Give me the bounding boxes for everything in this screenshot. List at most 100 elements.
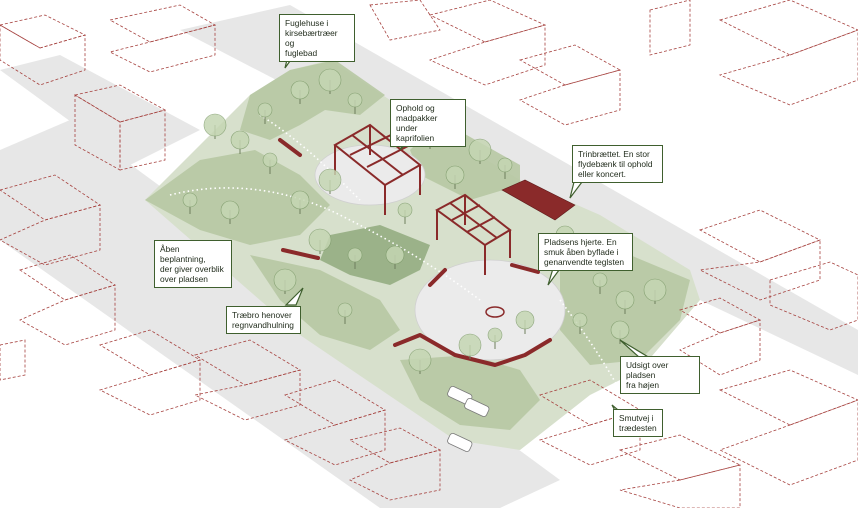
plaza-circle bbox=[414, 259, 566, 361]
tree bbox=[408, 348, 432, 374]
building-outline bbox=[428, 0, 547, 43]
building-outline bbox=[718, 369, 858, 426]
callout-udsigt-line-2: fra højen bbox=[626, 380, 660, 390]
tree bbox=[220, 200, 240, 224]
building-outline bbox=[718, 0, 858, 56]
building-outline bbox=[518, 44, 622, 86]
callout-fuglehuse-line-1: Fuglehuse i bbox=[285, 18, 329, 28]
callout-traebro-line-1: Træbro henover bbox=[232, 310, 292, 320]
tree bbox=[318, 68, 342, 94]
building-outline bbox=[108, 24, 216, 73]
callout-ophold: Ophold og madpakker under kaprifolien bbox=[390, 99, 466, 147]
callout-pladsens-line-1: Pladsens hjerte. En bbox=[544, 237, 617, 247]
tree bbox=[572, 312, 588, 334]
callout-beplantning: Åben beplantning, der giver overblik ove… bbox=[154, 240, 232, 288]
bench-plaza-east bbox=[510, 263, 540, 274]
callout-beplantning-line-3: over pladsen bbox=[160, 274, 208, 284]
tree bbox=[347, 92, 363, 114]
tree bbox=[318, 168, 342, 194]
building-outline bbox=[649, 0, 691, 56]
building-outline bbox=[0, 204, 101, 266]
tree bbox=[337, 302, 353, 324]
tree bbox=[497, 157, 513, 179]
tree bbox=[397, 202, 413, 224]
building-outline bbox=[698, 209, 822, 263]
building-outline bbox=[679, 319, 761, 376]
bench-north bbox=[278, 138, 302, 157]
tree bbox=[515, 310, 535, 334]
building-outline bbox=[193, 369, 301, 421]
callout-udsigt: Udsigt over pladsen fra højen bbox=[620, 356, 700, 394]
tree bbox=[643, 278, 667, 304]
bench-plaza-top bbox=[428, 268, 447, 287]
callout-trinbraettet-line-1: Trinbrættet. En stor bbox=[578, 149, 650, 159]
tree bbox=[347, 247, 363, 269]
tree bbox=[230, 130, 250, 154]
building-outline bbox=[0, 24, 86, 86]
callout-ophold-line-2: madpakker under bbox=[396, 113, 438, 133]
car-2 bbox=[464, 397, 490, 417]
green-area-south bbox=[400, 355, 540, 430]
tree bbox=[445, 165, 465, 189]
plaza-center-marker bbox=[485, 306, 505, 318]
callout-udsigt-line-1: Udsigt over pladsen bbox=[626, 360, 669, 380]
path-dotted-2 bbox=[259, 114, 361, 201]
tree bbox=[610, 320, 630, 344]
tree bbox=[615, 290, 635, 314]
tree bbox=[592, 272, 608, 294]
callout-smutvej: Smutvej i trædesten bbox=[613, 409, 663, 437]
callout-smutvej-line-1: Smutvej i bbox=[619, 413, 654, 423]
tree bbox=[468, 138, 492, 164]
building-outline bbox=[519, 69, 621, 126]
building-outline bbox=[718, 29, 858, 106]
green-area-center bbox=[320, 225, 430, 285]
building-outline bbox=[618, 434, 742, 481]
curved-bench-south bbox=[393, 333, 552, 367]
building-outline bbox=[369, 0, 441, 41]
callout-trinbraettet: Trinbrættet. En stor flydebænk til ophol… bbox=[572, 145, 663, 183]
callout-pladsens-line-2: smuk åben byflade i bbox=[544, 247, 619, 257]
tree bbox=[257, 102, 273, 124]
callout-fuglehuse-line-3: fuglebad bbox=[285, 48, 318, 58]
callout-beplantning-line-2: der giver overblik bbox=[160, 264, 224, 274]
green-area-north bbox=[240, 60, 385, 140]
tree bbox=[203, 113, 227, 139]
trees bbox=[182, 68, 667, 374]
bench-west bbox=[281, 248, 320, 260]
tree bbox=[458, 333, 482, 359]
building-outline bbox=[718, 399, 858, 486]
car-3 bbox=[447, 432, 473, 452]
building-outline bbox=[619, 464, 741, 508]
building-outline bbox=[0, 14, 87, 49]
tree bbox=[290, 190, 310, 214]
building-outline bbox=[119, 109, 166, 171]
building-outline bbox=[428, 24, 546, 86]
tree bbox=[385, 245, 405, 269]
callout-pladsens-hjerte: Pladsens hjerte. En smuk åben byflade i … bbox=[538, 233, 633, 271]
callout-pladsens-line-3: genanvendte teglsten bbox=[544, 257, 625, 267]
green-area-west bbox=[145, 150, 330, 245]
tree bbox=[308, 228, 332, 254]
tree bbox=[182, 192, 198, 214]
callout-trinbraettet-line-2: flydebænk til ophold bbox=[578, 159, 653, 169]
callout-traebro: Træbro henover regnvandhulning bbox=[226, 306, 301, 334]
callout-trinbraettet-line-3: eller koncert. bbox=[578, 169, 626, 179]
pergola-south bbox=[435, 193, 512, 275]
building-outline bbox=[698, 239, 821, 301]
callout-fuglehuse: Fuglehuse i kirsebærtræer og fuglebad bbox=[279, 14, 355, 62]
callout-fuglehuse-line-2: kirsebærtræer og bbox=[285, 28, 338, 48]
tree bbox=[290, 80, 310, 104]
building-outline bbox=[0, 339, 26, 381]
tree bbox=[262, 152, 278, 174]
callout-beplantning-line-1: Åben beplantning, bbox=[160, 244, 206, 264]
callout-traebro-line-2: regnvandhulning bbox=[232, 320, 294, 330]
building-outline bbox=[769, 261, 858, 331]
tree bbox=[487, 327, 503, 349]
trinbraettet-deck bbox=[501, 179, 576, 221]
callout-ophold-line-1: Ophold og bbox=[396, 103, 435, 113]
building-outline bbox=[349, 449, 441, 501]
tree bbox=[273, 268, 297, 294]
